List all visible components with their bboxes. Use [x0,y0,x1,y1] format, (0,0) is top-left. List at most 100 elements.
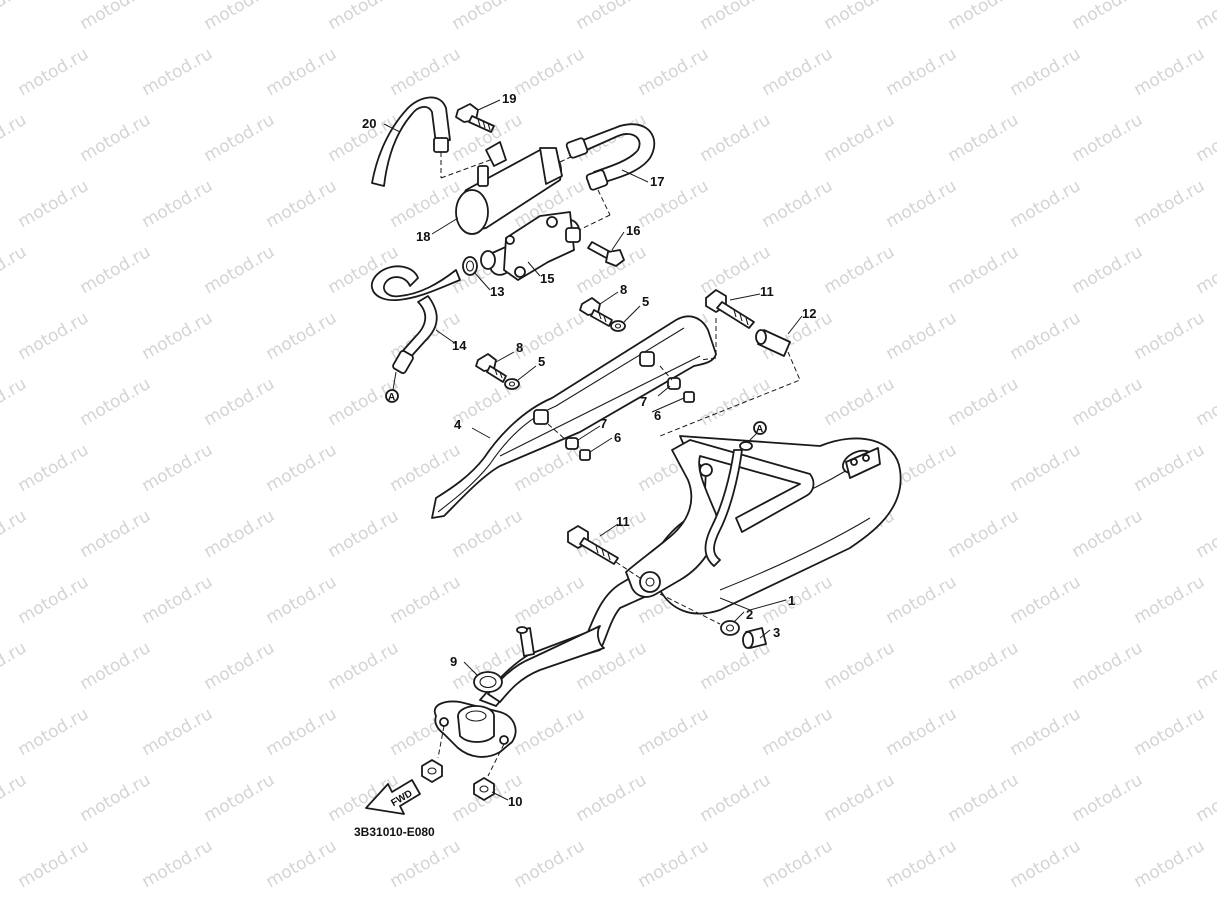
washer-5-upper [610,320,626,332]
callout-1: 1 [788,593,795,608]
watermark-text: motod.ru [77,638,155,694]
watermark-text: motod.ru [1131,704,1209,760]
watermark-text: motod.ru [0,242,30,298]
watermark-text: motod.ru [1193,110,1217,166]
watermark-text: motod.ru [573,0,651,34]
watermark-text: motod.ru [511,836,589,892]
watermark-text: motod.ru [1007,572,1085,628]
watermark-text: motod.ru [201,110,279,166]
watermark-text: motod.ru [573,770,651,826]
watermark-text: motod.ru [77,770,155,826]
callout-6-right: 6 [654,408,661,423]
watermark-text: motod.ru [0,374,30,430]
watermark-text: motod.ru [511,308,589,364]
watermark-text: motod.ru [759,44,837,100]
watermark-text: motod.ru [1007,440,1085,496]
watermark-text: motod.ru [0,110,30,166]
watermark-text: motod.ru [635,836,713,892]
watermark-text: motod.ru [449,506,527,562]
watermark-text: motod.ru [821,242,899,298]
watermark-text: motod.ru [1069,374,1147,430]
callout-16: 16 [626,223,640,238]
watermark-text: motod.ru [325,506,403,562]
watermark-text: motod.ru [15,572,93,628]
watermark-text: motod.ru [945,374,1023,430]
watermark-text: motod.ru [759,704,837,760]
callout-12: 12 [802,306,816,321]
callout-7-left: 7 [600,416,607,431]
watermark-text: motod.ru [1069,506,1147,562]
callout-17: 17 [650,174,664,189]
watermark-text: motod.ru [1069,110,1147,166]
watermark-text: motod.ru [263,572,341,628]
watermark-text: motod.ru [945,242,1023,298]
watermark-text: motod.ru [883,572,961,628]
watermark-text: motod.ru [139,176,217,232]
watermark-text: motod.ru [1131,176,1209,232]
hose-17 [565,123,656,233]
watermark-text: motod.ru [263,440,341,496]
watermark-text: motod.ru [0,506,30,562]
callout-18: 18 [416,229,430,244]
watermark-text: motod.ru [325,0,403,34]
callout-6-left: 6 [614,430,621,445]
watermark-text: motod.ru [945,770,1023,826]
exhaust-flange [433,700,517,777]
watermark-text: motod.ru [1193,242,1217,298]
watermark-text: motod.ru [77,506,155,562]
watermark-text: motod.ru [77,374,155,430]
watermark-text: motod.ru [15,836,93,892]
bolt-19 [455,103,495,133]
muffler-bracket [625,439,815,598]
bolt-11-upper [705,289,755,329]
watermark-text: motod.ru [263,836,341,892]
bolt-8-lower [475,353,507,383]
watermark-text: motod.ru [139,440,217,496]
watermark-text: motod.ru [883,704,961,760]
watermark-text: motod.ru [945,638,1023,694]
watermark-text: motod.ru [945,506,1023,562]
callout-19: 19 [502,91,516,106]
callout-5-upper: 5 [642,294,649,309]
grommet-7-right [639,351,681,390]
watermark-text: motod.ru [1131,440,1209,496]
watermark-text: motod.ru [1131,308,1209,364]
leader-lines [383,99,803,801]
watermark-text: motod.ru [15,44,93,100]
watermark-text: motod.ru [139,704,217,760]
bolt-11-lower [567,525,641,579]
callout-11-upper: 11 [760,284,774,299]
watermark-text: motod.ru [77,110,155,166]
callout-11-lower: 11 [616,514,630,529]
watermark-text: motod.ru [15,176,93,232]
watermark-text: motod.ru [821,374,899,430]
collar-6-left [579,449,591,461]
drawing-code: 3B31010-E080 [354,825,435,839]
watermark-text: motod.ru [511,572,589,628]
callout-20: 20 [362,116,376,131]
watermark-text: motod.ru [1193,0,1217,34]
watermark-text: motod.ru [387,44,465,100]
watermark-text: motod.ru [201,506,279,562]
watermark-text: motod.ru [573,242,651,298]
watermark-text: motod.ru [945,110,1023,166]
callout-7-right: 7 [640,394,647,409]
watermark-text: motod.ru [139,308,217,364]
nut-10-left [421,759,443,783]
callout-10: 10 [508,794,522,809]
watermark-text: motod.ru [139,572,217,628]
watermark-text: motod.ru [263,308,341,364]
watermark-text: motod.ru [1193,770,1217,826]
watermark-text: motod.ru [821,110,899,166]
watermark-text: motod.ru [0,638,30,694]
grommet-7-left [533,409,579,450]
watermark-text: motod.ru [263,704,341,760]
watermark-text: motod.ru [883,308,961,364]
callout-2: 2 [746,607,753,622]
watermark-text: motod.ru [697,638,775,694]
watermark-text: motod.ru [0,0,30,34]
watermark-text: motod.ru [1069,242,1147,298]
watermark-text: motod.ru [201,374,279,430]
watermark-text: motod.ru [1193,638,1217,694]
callout-14: 14 [452,338,467,353]
